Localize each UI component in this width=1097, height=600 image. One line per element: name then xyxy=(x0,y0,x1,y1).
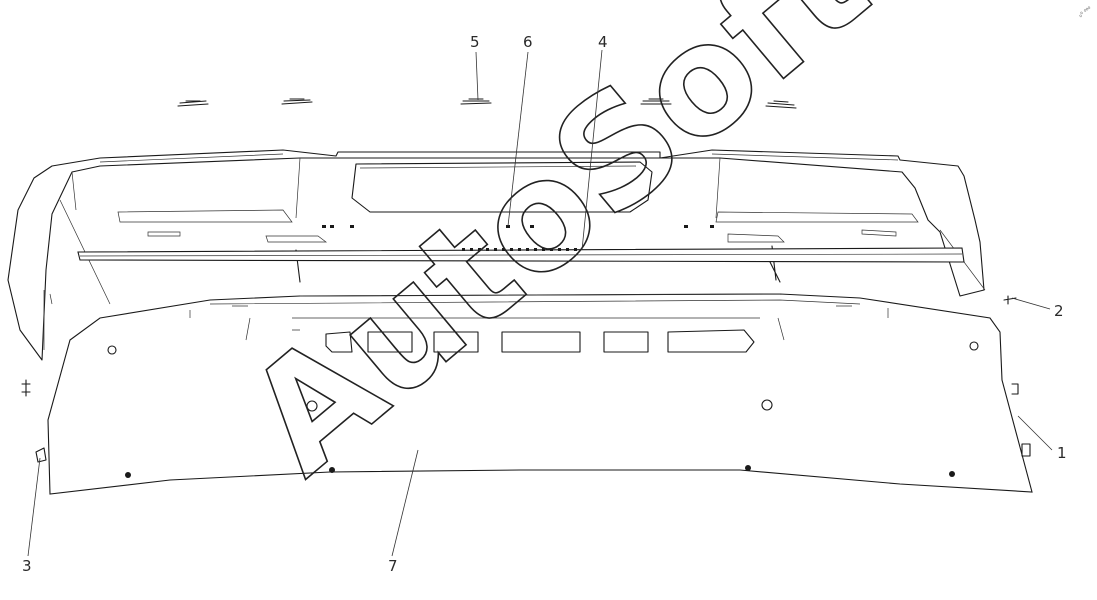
leader-5 xyxy=(475,51,479,101)
side-fasteners xyxy=(21,290,1031,463)
leader-1 xyxy=(1017,415,1053,451)
callouts: 1 2 3 4 5 6 7 xyxy=(22,33,1067,575)
callout-1: 1 xyxy=(1057,444,1067,462)
callout-2: 2 xyxy=(1054,302,1064,320)
mounting-holes xyxy=(107,341,979,478)
clip-3 xyxy=(460,98,492,105)
leader-6 xyxy=(507,51,529,227)
retainer-clips xyxy=(177,98,797,109)
clip-5 xyxy=(765,100,797,109)
clip-2 xyxy=(281,98,313,105)
leader-7 xyxy=(391,449,419,557)
strip-holes xyxy=(462,248,577,251)
leader-2 xyxy=(1011,297,1051,310)
callout-5: 5 xyxy=(470,33,480,51)
grille-openings xyxy=(325,329,755,353)
callout-6: 6 xyxy=(523,33,533,51)
callout-7: 7 xyxy=(388,557,398,575)
callout-3: 3 xyxy=(22,557,32,575)
clip-1 xyxy=(177,100,209,107)
leader-lines xyxy=(27,49,1053,557)
callout-4: 4 xyxy=(598,33,608,51)
corner-mark: ₀⁰ ⁰⁰⁰ xyxy=(1078,5,1094,19)
leader-4 xyxy=(581,49,603,251)
clip-4 xyxy=(640,98,672,105)
leader-3 xyxy=(27,457,41,557)
bumper-cover xyxy=(47,293,1033,495)
impact-strip xyxy=(77,225,965,263)
